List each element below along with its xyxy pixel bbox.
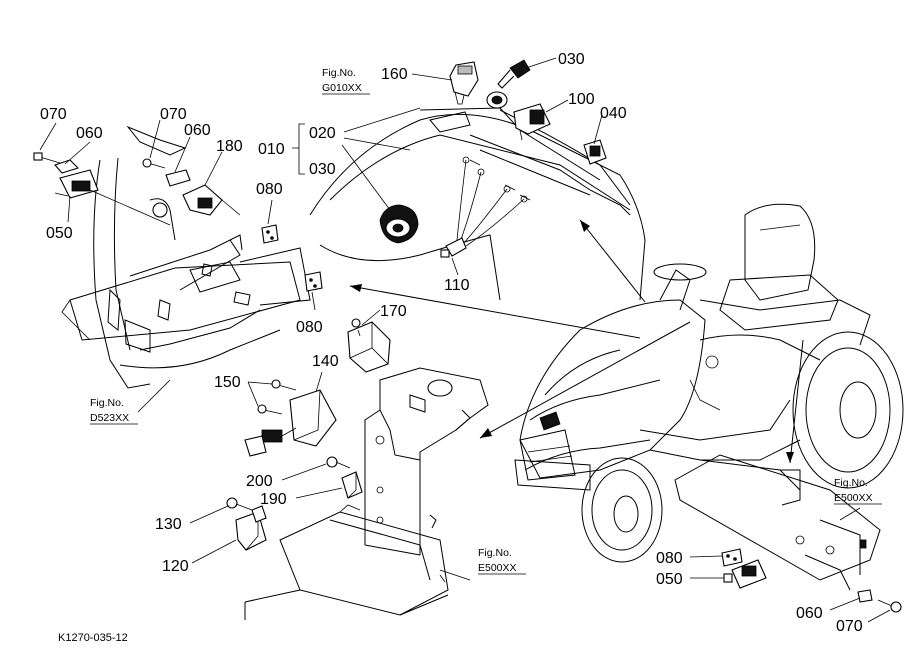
clip-080-upper [261,224,279,244]
part-label-110: 110 [444,277,470,294]
part-label-080: 080 [656,550,683,567]
fig-ref-g010-code: G010XX [322,82,362,94]
part-labels: 070 060 050 070 060 180 080 080 160 030 … [40,51,863,635]
part-label-050: 050 [46,225,73,242]
part-label-070: 070 [40,106,67,123]
bolt-200 [326,456,351,469]
part-label-120: 120 [162,558,189,575]
switch-180-group [142,158,241,216]
hour-meter-100 [513,103,551,141]
relay-120 [235,505,267,551]
nut-part [486,91,508,109]
part-label-140: 140 [312,353,339,370]
relay-190 [341,471,363,499]
key-switch-160 [449,61,479,105]
fig-ref-e500-lower-code: E500XX [478,562,517,574]
leader-lines [39,57,891,623]
socket-110 [440,237,467,258]
drawing-code: K1270-035-12 [58,632,128,644]
callout-arrows [349,219,804,464]
figure-references: Fig.No. G010XX Fig.No. D523XX Fig.No. E5… [90,67,882,575]
part-label-200: 200 [246,473,273,490]
part-label-100: 100 [568,91,595,108]
fig-ref-d523-title: Fig.No. [90,397,124,409]
part-label-020: 020 [309,125,336,142]
part-label-160: 160 [381,66,408,83]
floor-plate-drawing [244,504,449,620]
fig-ref-e500-lower-title: Fig.No. [478,547,512,559]
switch-040 [583,139,607,165]
part-label-080: 080 [296,319,323,336]
key-030 [497,59,531,89]
clip-080-middle [304,271,323,292]
part-label-080: 080 [256,181,283,198]
part-label-060: 060 [184,122,211,139]
fig-ref-g010-title: Fig.No. [322,67,356,79]
part-label-030: 030 [558,51,585,68]
part-label-070: 070 [836,618,863,635]
part-label-190: 190 [260,491,287,508]
relay-170 [347,318,391,373]
dash-panel-drawing [309,107,646,301]
part-label-030: 030 [309,161,336,178]
part-label-040: 040 [600,105,627,122]
part-label-130: 130 [155,516,182,533]
part-label-170: 170 [380,303,407,320]
part-label-060: 060 [76,125,103,142]
relay-bracket-drawing [364,367,489,556]
fig-ref-e500-right-title: Fig.No. [834,477,868,489]
tractor-drawing [514,203,904,591]
bolts-150 [257,379,297,415]
part-label-180: 180 [216,138,243,155]
part-label-070: 070 [160,106,187,123]
part-label-010: 010 [258,141,285,158]
knob-020 [379,204,419,244]
right-switch-group [721,548,902,613]
bolt-130 [226,497,253,511]
fig-ref-e500-right-code: E500XX [834,492,873,504]
part-label-050: 050 [656,571,683,588]
part-label-150: 150 [214,374,241,391]
steering-frame-drawing [61,125,311,389]
fig-ref-d523-code: D523XX [90,412,129,424]
module-140 [244,389,337,457]
part-label-060: 060 [796,605,823,622]
left-bracket-group [33,152,171,226]
